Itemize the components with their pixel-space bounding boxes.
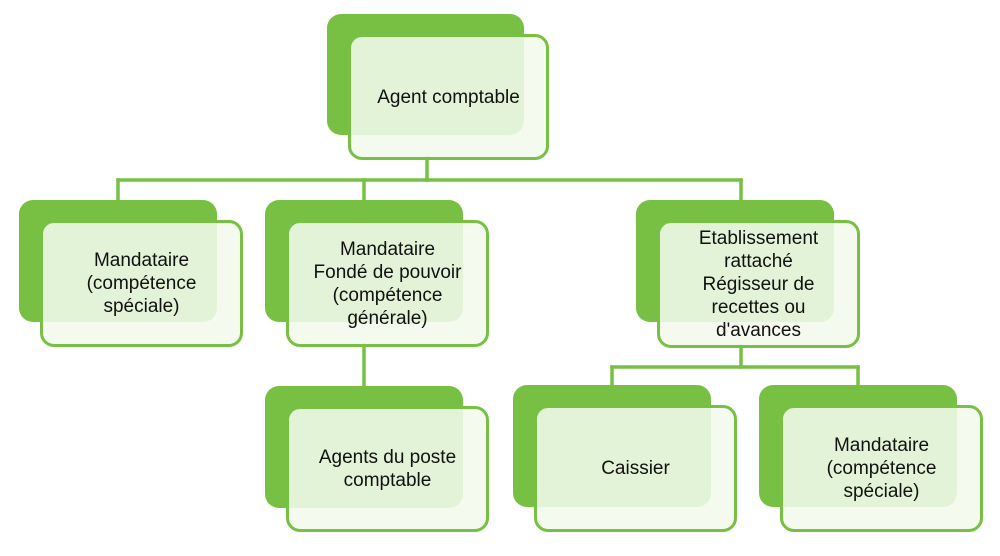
node-mandataire-competence-speciale-2: Mandataire (compétence spéciale) <box>759 385 983 532</box>
node-label: Agent comptable <box>377 86 520 108</box>
node-agents-du-poste-comptable: Agents du poste comptable <box>265 386 489 532</box>
node-mandataire-fonde-de-pouvoir: Mandataire Fondé de pouvoir (compétence … <box>265 200 489 347</box>
node-etablissement-rattache: Etablissement rattaché Régisseur de rece… <box>636 200 860 348</box>
node-agent-comptable: Agent comptable <box>327 14 549 160</box>
node-label: Mandataire (compétence spéciale) <box>86 250 197 317</box>
node-label: Etablissement rattaché Régisseur de rece… <box>698 227 819 341</box>
node-label: Mandataire (compétence spéciale) <box>826 435 937 502</box>
node-label: Mandataire Fondé de pouvoir (compétence … <box>313 238 462 329</box>
node-label: Caissier <box>601 458 670 479</box>
node-caissier: Caissier <box>513 385 737 532</box>
node-mandataire-competence-speciale: Mandataire (compétence spéciale) <box>19 200 243 347</box>
node-label: Agents du poste comptable <box>318 447 457 491</box>
